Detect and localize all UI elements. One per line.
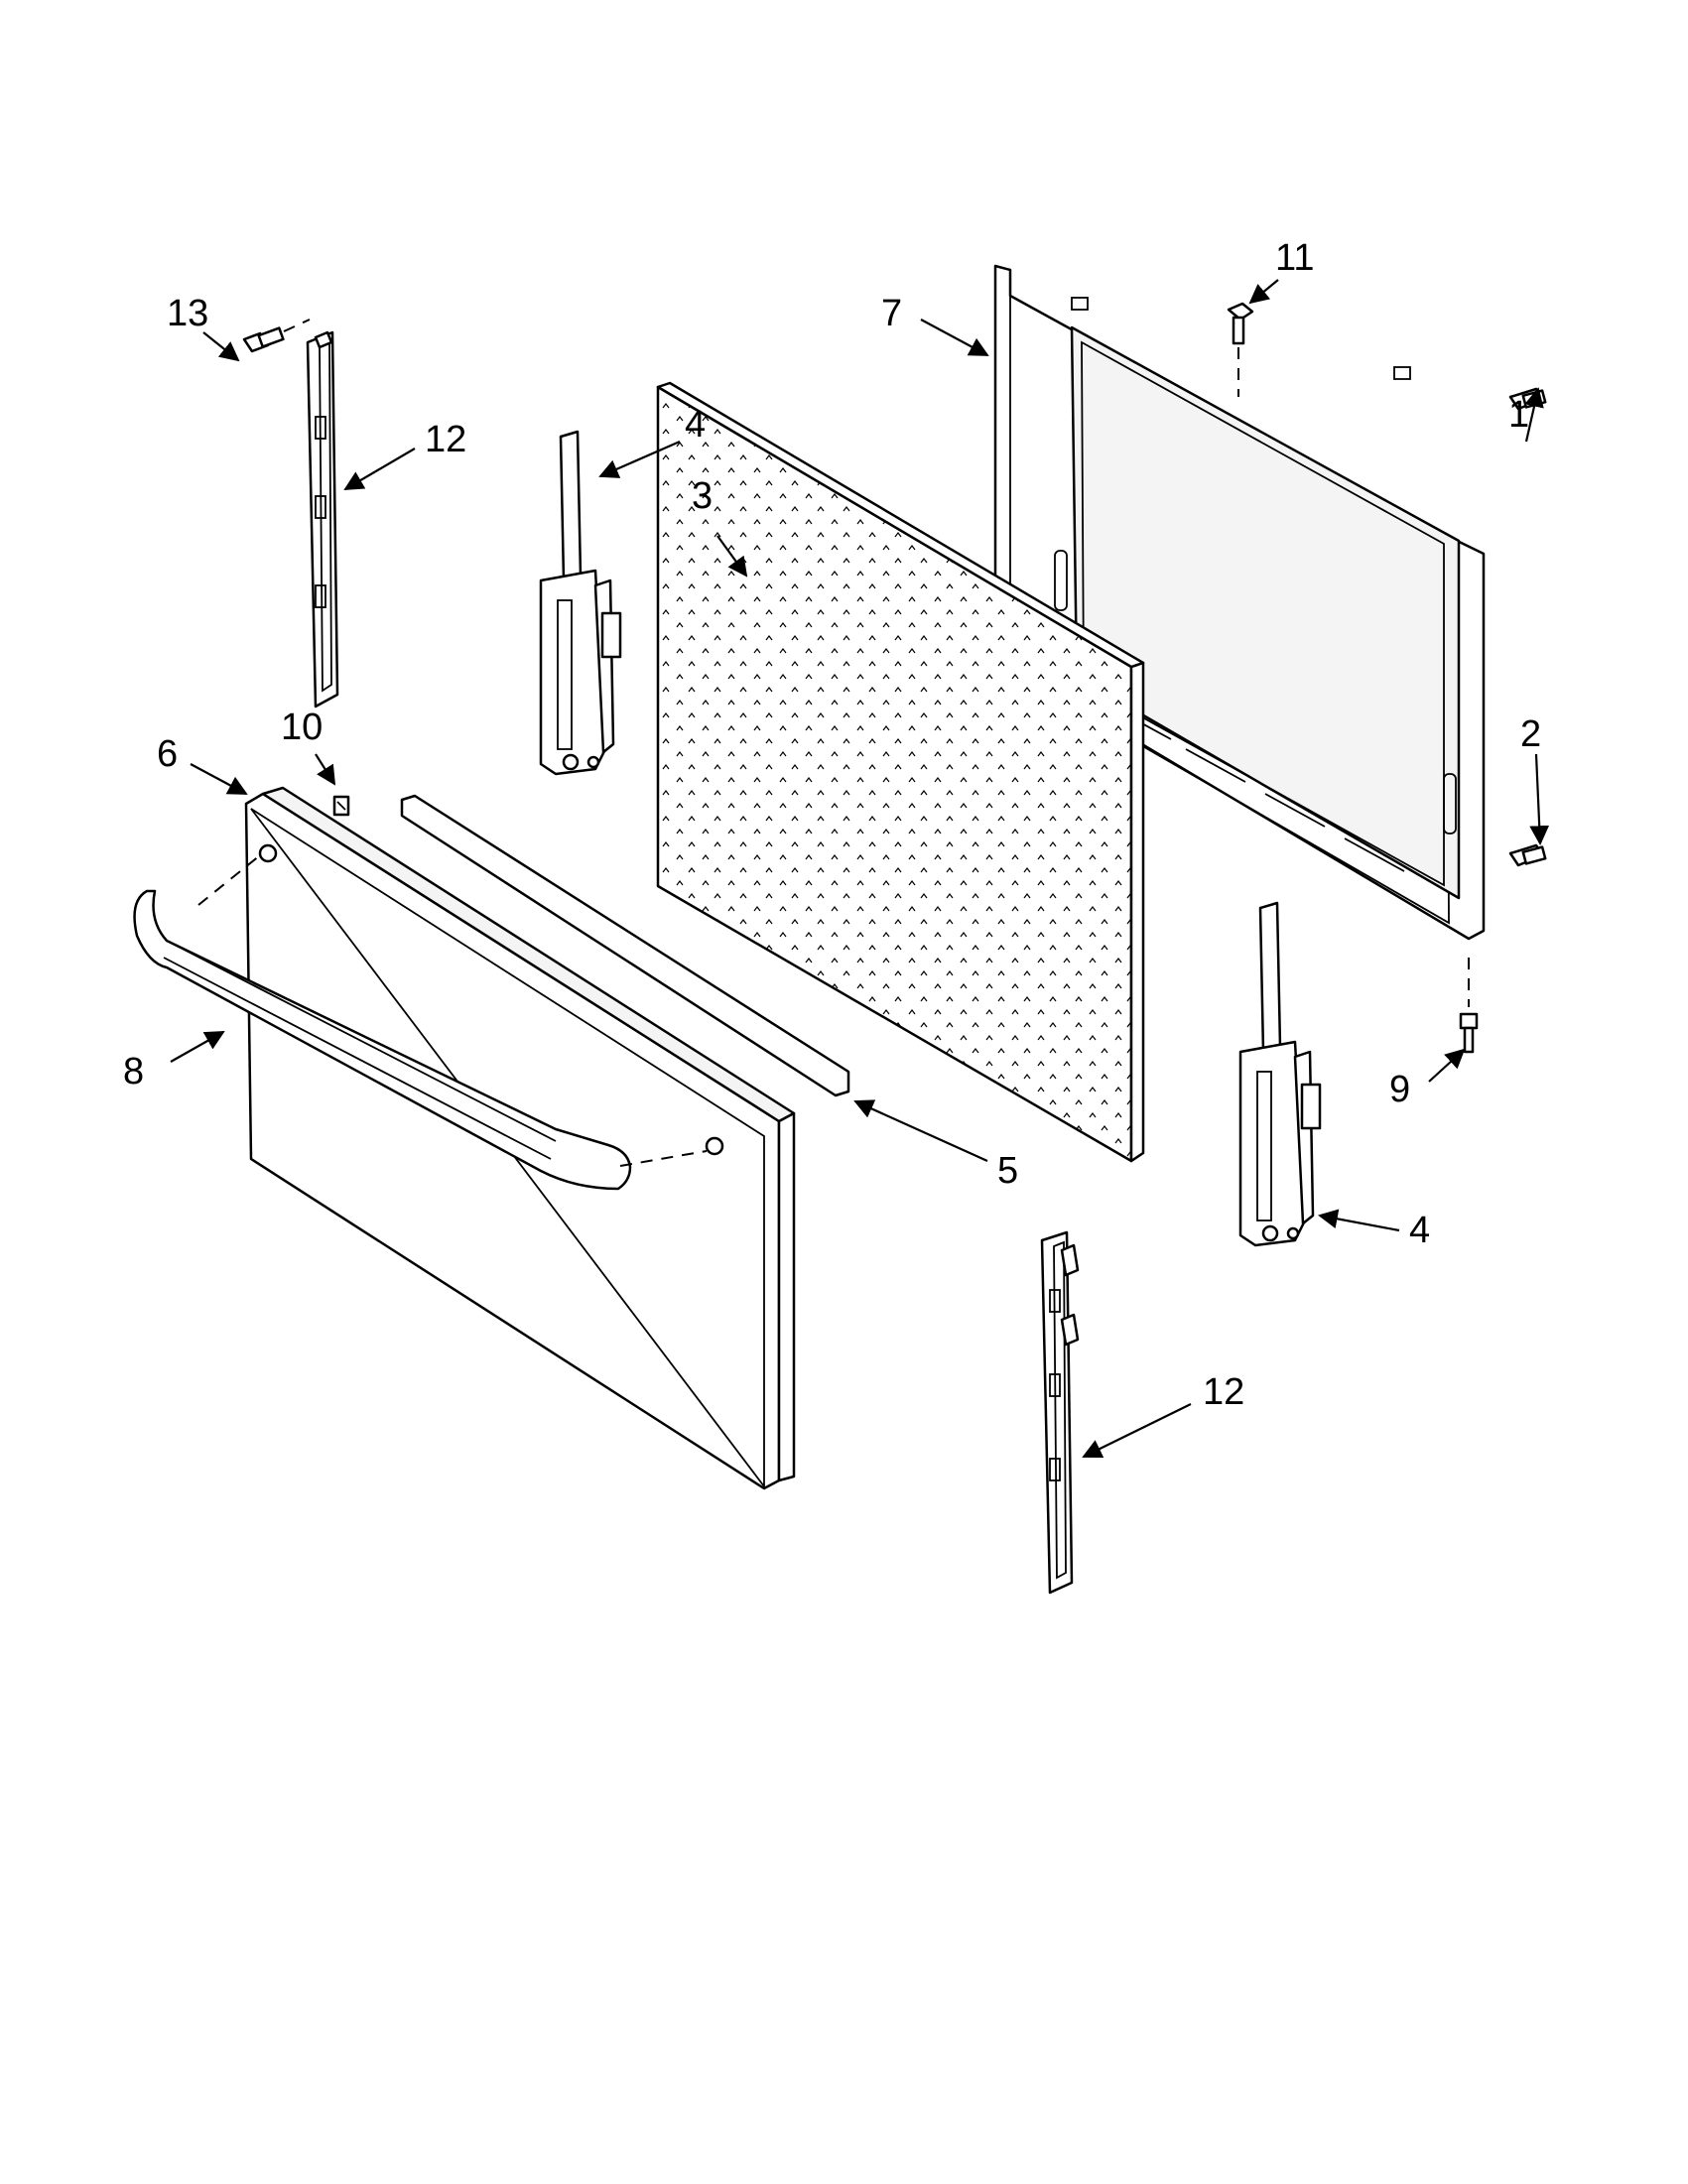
callout-4-lower: 4 xyxy=(1409,1210,1430,1251)
callout-5: 5 xyxy=(997,1150,1018,1192)
screw-right-lower xyxy=(1508,843,1547,867)
screw-bottom-right xyxy=(1459,958,1479,1054)
door-handle xyxy=(133,854,708,1191)
callout-labels: 1 2 3 4 4 5 6 7 8 9 10 11 12 12 13 xyxy=(123,237,1541,1413)
hinge-receiver-left xyxy=(306,330,339,708)
insulation-panel xyxy=(656,381,1145,1163)
callout-8: 8 xyxy=(123,1051,144,1092)
callout-13: 13 xyxy=(167,293,208,334)
callout-3: 3 xyxy=(692,475,713,517)
screw-top-left xyxy=(242,319,311,353)
callout-9: 9 xyxy=(1389,1069,1410,1110)
callout-7: 7 xyxy=(881,293,902,334)
callout-1: 1 xyxy=(1508,394,1529,436)
callout-4-upper: 4 xyxy=(685,404,706,446)
door-liner-frame xyxy=(993,264,1486,941)
clip xyxy=(332,795,350,817)
callout-10: 10 xyxy=(281,707,323,748)
gasket-strip xyxy=(400,794,850,1097)
screw-top xyxy=(1227,302,1254,397)
hinge-lower xyxy=(1238,901,1322,1247)
callout-11: 11 xyxy=(1275,237,1314,279)
callout-6: 6 xyxy=(157,733,178,775)
hinge-receiver-right xyxy=(1040,1230,1080,1595)
callout-12-lower: 12 xyxy=(1203,1371,1244,1413)
callout-12-upper: 12 xyxy=(425,419,466,460)
hinge-upper xyxy=(539,430,622,776)
callout-2: 2 xyxy=(1520,713,1541,755)
leader-lines xyxy=(170,279,1550,1459)
